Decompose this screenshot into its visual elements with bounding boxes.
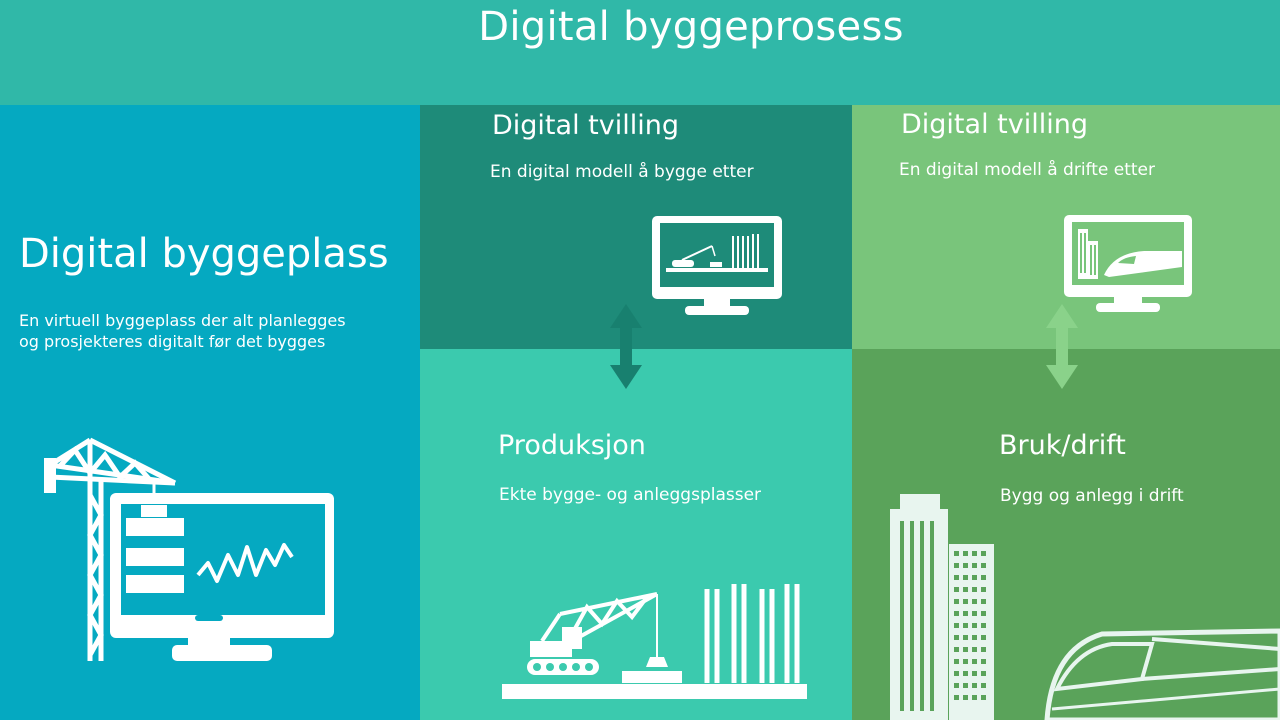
twin-operate-title: Digital tvilling: [901, 109, 1088, 140]
panel-digital-construction-site: Digital byggeplass En virtuell byggeplas…: [0, 105, 475, 720]
page-title: Digital byggeprosess: [478, 4, 904, 50]
panel-digital-twin-build: Digital tvilling En digital modell å byg…: [420, 105, 896, 349]
panel-digital-twin-operate: Digital tvilling En digital modell å dri…: [852, 105, 1280, 349]
production-subtitle: Ekte bygge- og anleggsplasser: [499, 485, 762, 505]
construction-monitor-icon: [652, 216, 782, 315]
operation-subtitle: Bygg og anlegg i drift: [1000, 486, 1184, 506]
twin-operate-subtitle: En digital modell å drifte etter: [899, 160, 1155, 180]
twin-build-title: Digital tvilling: [492, 110, 679, 141]
arrow-vertical-double-icon: [610, 304, 642, 389]
construction-site-icon: [502, 584, 807, 699]
digital-site-description-line2: og prosjekteres digitalt før det bygges: [19, 332, 326, 351]
crane-monitor-icon: [44, 437, 334, 661]
panel-operation: Bruk/drift Bygg og anlegg i drift: [852, 304, 1280, 720]
header-bar: Digital byggeprosess: [0, 0, 1280, 105]
operation-title: Bruk/drift: [999, 430, 1126, 461]
arrow-vertical-double-icon: [1046, 304, 1078, 389]
city-train-icon: [890, 494, 1280, 720]
twin-build-subtitle: En digital modell å bygge etter: [490, 162, 754, 182]
city-train-monitor-icon: [1064, 215, 1192, 312]
digital-site-description-line1: En virtuell byggeplass der alt planlegge…: [19, 311, 346, 330]
panel-production: Produksjon Ekte bygge- og anleggsplasser: [420, 304, 892, 720]
production-title: Produksjon: [498, 430, 646, 461]
digital-site-title: Digital byggeplass: [19, 231, 389, 277]
